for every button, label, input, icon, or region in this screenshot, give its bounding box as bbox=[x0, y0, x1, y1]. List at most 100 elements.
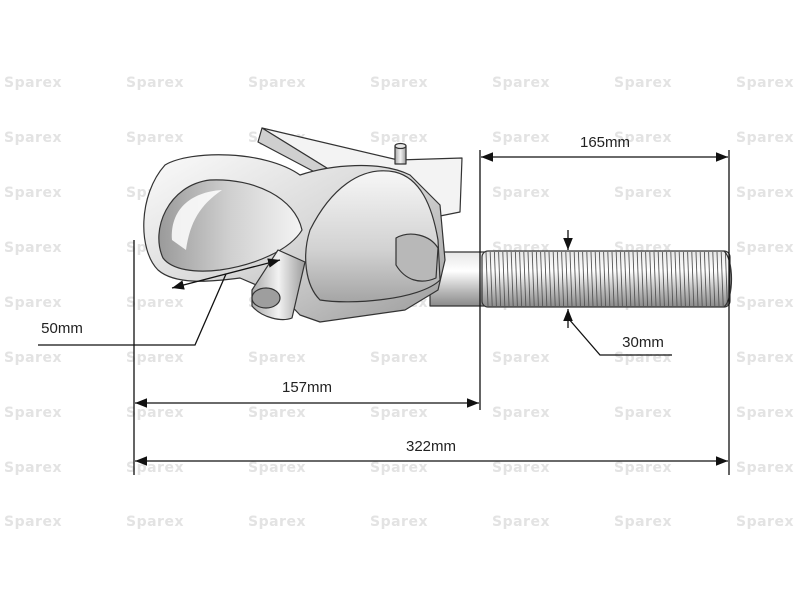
thread-end bbox=[723, 250, 733, 308]
watermark-text: Sparex bbox=[370, 514, 428, 530]
watermark-text: Sparex bbox=[492, 405, 550, 421]
thread-groove bbox=[615, 251, 619, 307]
watermark-text: Sparex bbox=[248, 405, 306, 421]
watermark-text: Sparex bbox=[248, 514, 306, 530]
thread-groove bbox=[565, 251, 569, 307]
thread-groove bbox=[561, 251, 565, 307]
watermark-text: Sparex bbox=[492, 75, 550, 91]
thread-groove bbox=[712, 251, 716, 307]
watermark-text: Sparex bbox=[4, 514, 62, 530]
thread-groove bbox=[493, 251, 497, 307]
thread-groove bbox=[619, 251, 623, 307]
watermark-text: Sparex bbox=[370, 130, 428, 146]
thread-groove bbox=[523, 251, 527, 307]
thread-groove bbox=[582, 251, 586, 307]
dim-leader-diameter bbox=[567, 317, 672, 356]
thread-groove bbox=[624, 251, 628, 307]
thread-groove bbox=[548, 251, 552, 307]
watermark-text: Sparex bbox=[4, 185, 62, 201]
latch-pin-cap bbox=[394, 142, 407, 150]
label-thread-diameter: 30mm bbox=[622, 334, 664, 351]
watermark-text: Sparex bbox=[370, 75, 428, 91]
watermark-text: Sparex bbox=[736, 185, 794, 201]
thread-groove bbox=[586, 251, 590, 307]
thread-groove bbox=[695, 251, 699, 307]
thread-groove bbox=[653, 251, 657, 307]
thread-groove bbox=[577, 251, 581, 307]
thread-groove bbox=[519, 251, 523, 307]
thread-groove bbox=[502, 251, 506, 307]
watermark-text: Sparex bbox=[614, 185, 672, 201]
thread-groove bbox=[682, 251, 686, 307]
label-thread-length: 165mm bbox=[580, 134, 630, 151]
watermark-text: Sparex bbox=[126, 350, 184, 366]
thread-groove bbox=[556, 251, 560, 307]
thread-groove bbox=[687, 251, 691, 307]
watermark-text: Sparex bbox=[126, 75, 184, 91]
thread-groove bbox=[720, 251, 724, 307]
thread-groove bbox=[598, 251, 602, 307]
watermark-text: Sparex bbox=[126, 405, 184, 421]
thread-groove bbox=[514, 251, 518, 307]
thread-groove bbox=[527, 251, 531, 307]
watermark-text: Sparex bbox=[736, 405, 794, 421]
watermark-text: Sparex bbox=[736, 514, 794, 530]
thread-groove bbox=[603, 251, 607, 307]
thread-groove bbox=[506, 251, 510, 307]
watermark-text: Sparex bbox=[492, 130, 550, 146]
watermark-text: Sparex bbox=[736, 130, 794, 146]
label-overall-length: 322mm bbox=[406, 438, 456, 455]
watermark-text: Sparex bbox=[4, 350, 62, 366]
watermark-text: Sparex bbox=[614, 130, 672, 146]
watermark-text: Sparex bbox=[736, 75, 794, 91]
thread-groove bbox=[498, 251, 502, 307]
watermark-text: Sparex bbox=[736, 460, 794, 476]
hook-cup-highlight bbox=[171, 190, 222, 250]
dimension-lines bbox=[38, 150, 730, 475]
thread-groove bbox=[645, 251, 649, 307]
watermark-text: Sparex bbox=[4, 460, 62, 476]
thread-groove bbox=[594, 251, 598, 307]
thread-groove bbox=[540, 251, 544, 307]
watermark-text: Sparex bbox=[614, 405, 672, 421]
watermark-text: Sparex bbox=[126, 514, 184, 530]
thread-groove bbox=[489, 251, 493, 307]
thread-groove bbox=[649, 251, 653, 307]
thread-groove bbox=[531, 251, 535, 307]
thread-groove bbox=[590, 251, 594, 307]
thread-groove bbox=[716, 251, 720, 307]
watermark-text: Sparex bbox=[736, 240, 794, 256]
watermark-text: Sparex bbox=[4, 130, 62, 146]
thread-groove bbox=[611, 251, 615, 307]
thread-groove bbox=[670, 251, 674, 307]
watermark-text: Sparex bbox=[736, 350, 794, 366]
thread-groove bbox=[703, 251, 707, 307]
thread-groove bbox=[535, 251, 539, 307]
watermark-text: Sparex bbox=[4, 295, 62, 311]
watermark-text: Sparex bbox=[248, 75, 306, 91]
watermark-text: Sparex bbox=[4, 405, 62, 421]
thread-groove bbox=[708, 251, 712, 307]
thread-groove bbox=[674, 251, 678, 307]
watermark-text: Sparex bbox=[614, 350, 672, 366]
thread-groove bbox=[657, 251, 661, 307]
watermark-text: Sparex bbox=[370, 405, 428, 421]
watermark-text: Sparex bbox=[492, 350, 550, 366]
watermark-text: Sparex bbox=[4, 75, 62, 91]
socket-tube-end bbox=[251, 287, 281, 309]
thread-groove bbox=[678, 251, 682, 307]
watermark-text: Sparex bbox=[492, 514, 550, 530]
watermark-text: Sparex bbox=[126, 295, 184, 311]
thread-groove bbox=[485, 251, 489, 307]
watermark-text: Sparex bbox=[370, 350, 428, 366]
thread-groove bbox=[724, 251, 728, 307]
thread-groove bbox=[636, 251, 640, 307]
thread-groove bbox=[510, 251, 514, 307]
label-ball-diameter: 50mm bbox=[41, 320, 83, 337]
watermark-text: Sparex bbox=[492, 185, 550, 201]
thread-groove bbox=[552, 251, 556, 307]
threaded-shank bbox=[481, 250, 733, 308]
watermark-text: Sparex bbox=[614, 75, 672, 91]
